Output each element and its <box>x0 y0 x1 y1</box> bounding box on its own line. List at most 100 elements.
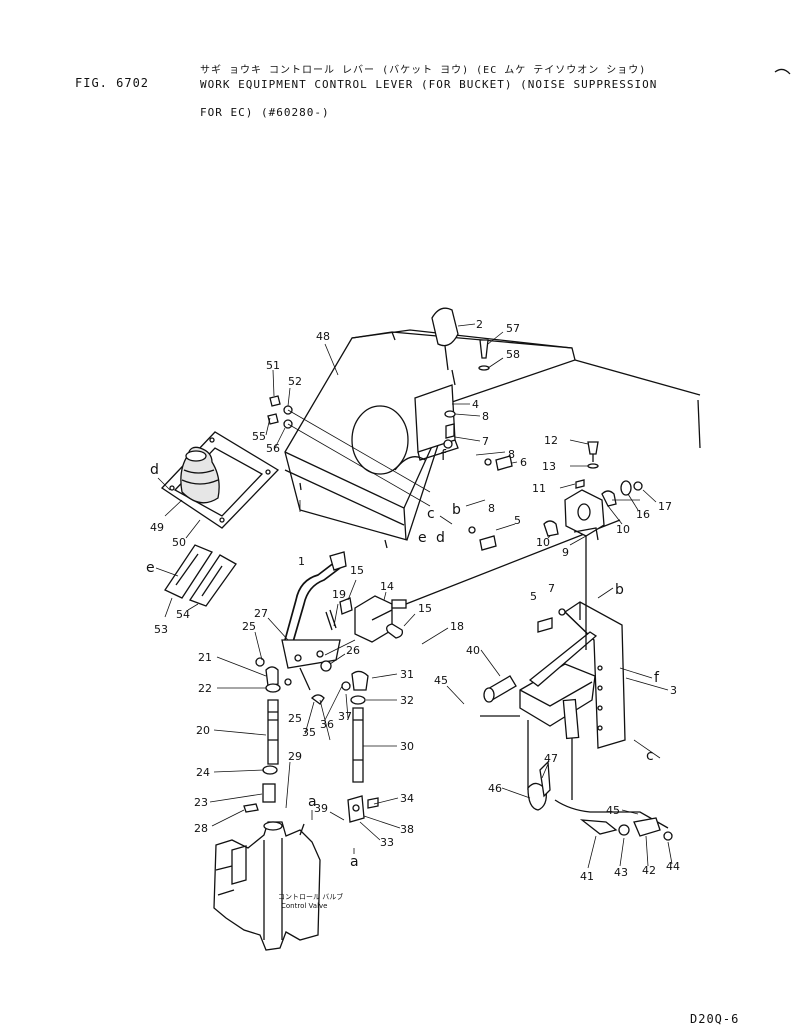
callout-45: 45 <box>434 674 448 687</box>
letter-e-gasket: e <box>146 560 155 576</box>
title-line-2: FOR EC) (#60280-) <box>200 106 330 119</box>
title-line-1: WORK EQUIPMENT CONTROL LEVER (FOR BUCKET… <box>200 78 658 91</box>
callout-22: 22 <box>198 682 212 695</box>
letter-a-bottom: a <box>350 854 359 870</box>
callout-23: 23 <box>194 796 208 809</box>
callout-37: 37 <box>338 710 352 723</box>
control-valve-label-jp: コントロール バルブ <box>278 892 343 901</box>
callout-20: 20 <box>196 724 210 737</box>
callout-17: 17 <box>658 500 672 513</box>
callout-38: 38 <box>400 823 414 836</box>
callout-39: 39 <box>314 802 328 815</box>
callout-34: 34 <box>400 792 414 805</box>
callout-8-c: 8 <box>488 502 495 515</box>
callout-26: 26 <box>346 644 360 657</box>
callout-33: 33 <box>380 836 394 849</box>
callout-44: 44 <box>666 860 680 873</box>
callout-31: 31 <box>400 668 414 681</box>
guide-lines <box>287 409 640 741</box>
callout-48: 48 <box>316 330 330 343</box>
figure-number: FIG. 6702 <box>75 76 150 90</box>
callout-42: 42 <box>642 864 656 877</box>
part-gaskets-53-54 <box>164 544 237 607</box>
callout-14: 14 <box>380 580 394 593</box>
part-bracket-14 <box>325 519 621 643</box>
callout-40: 40 <box>466 644 480 657</box>
callout-5: 5 <box>514 514 521 527</box>
callout-10-b: 10 <box>536 536 550 549</box>
letter-f-cover: f <box>441 448 447 464</box>
callout-29: 29 <box>288 750 302 763</box>
callout-32: 32 <box>400 694 414 707</box>
callout-58: 58 <box>506 348 520 361</box>
callout-10: 10 <box>616 523 630 536</box>
callout-6: 6 <box>520 456 527 469</box>
callout-46: 46 <box>488 782 502 795</box>
callout-50: 50 <box>172 536 186 549</box>
letter-f-bracket: f <box>654 670 660 686</box>
callout-35: 35 <box>302 726 316 739</box>
part-bracket-3 <box>480 601 669 829</box>
callout-13: 13 <box>542 460 556 473</box>
letter-d-boot: d <box>150 462 159 478</box>
callout-8: 8 <box>482 410 489 423</box>
callout-21: 21 <box>198 651 212 664</box>
callout-56: 56 <box>266 442 280 455</box>
reference-letters: a a b b c c d d e e f f <box>146 448 660 870</box>
part-hardware-cover <box>267 339 673 841</box>
callout-41: 41 <box>580 870 594 883</box>
callout-5-b: 5 <box>530 590 537 603</box>
letter-c-bracket: c <box>646 748 654 764</box>
letter-b-bracket: b <box>615 582 624 598</box>
page-code: D20Q-6 <box>690 1012 740 1026</box>
letter-d-cover: d <box>436 530 445 546</box>
callout-16: 16 <box>636 508 650 521</box>
callout-27: 27 <box>254 607 268 620</box>
callout-15-b: 15 <box>418 602 432 615</box>
callout-53: 53 <box>154 623 168 636</box>
part-rods-20-30 <box>243 657 379 823</box>
callout-11: 11 <box>532 482 546 495</box>
callout-2: 2 <box>476 318 483 331</box>
callout-36: 36 <box>320 718 334 731</box>
letter-c-cover: c <box>427 506 435 522</box>
callout-8-b: 8 <box>508 448 515 461</box>
callout-9: 9 <box>562 546 569 559</box>
leader-lines <box>164 323 673 869</box>
callout-51: 51 <box>266 359 280 372</box>
callout-24: 24 <box>196 766 210 779</box>
part-lever-1 <box>281 551 347 691</box>
letter-a-top: a <box>308 794 317 810</box>
part-cover-48 <box>284 307 701 549</box>
part-boot-49-50 <box>160 431 280 529</box>
callout-49: 49 <box>150 521 164 534</box>
callout-7-b: 7 <box>548 582 555 595</box>
callout-55: 55 <box>252 430 266 443</box>
corner-mark <box>774 68 791 75</box>
callout-19: 19 <box>332 588 346 601</box>
callout-52: 52 <box>288 375 302 388</box>
title-japanese: サギ ョウキ コントロール レバー (バケット ヨウ) (EC ムケ テイソウオ… <box>200 65 647 76</box>
callout-18: 18 <box>450 620 464 633</box>
callout-57: 57 <box>506 322 520 335</box>
part-block-9 <box>543 441 643 650</box>
callout-25-b: 25 <box>288 712 302 725</box>
callout-43: 43 <box>614 866 628 879</box>
control-valve-label-en: Control Valve <box>281 902 327 910</box>
callout-25: 25 <box>242 620 256 633</box>
callout-54: 54 <box>176 608 190 621</box>
callout-4: 4 <box>472 398 479 411</box>
letter-e-cover: e <box>418 530 427 546</box>
callout-1: 1 <box>298 555 305 568</box>
callout-7: 7 <box>482 435 489 448</box>
callout-12: 12 <box>544 434 558 447</box>
callout-15: 15 <box>350 564 364 577</box>
callout-30: 30 <box>400 740 414 753</box>
part-control-valve: コントロール バルブ Control Valve <box>213 821 343 951</box>
letter-b-cover: b <box>452 502 461 518</box>
callout-47: 47 <box>544 752 558 765</box>
callout-labels: 2 57 58 48 51 52 55 56 4 8 7 8 6 12 13 1… <box>150 318 680 883</box>
callout-3: 3 <box>670 684 677 697</box>
callout-28: 28 <box>194 822 208 835</box>
